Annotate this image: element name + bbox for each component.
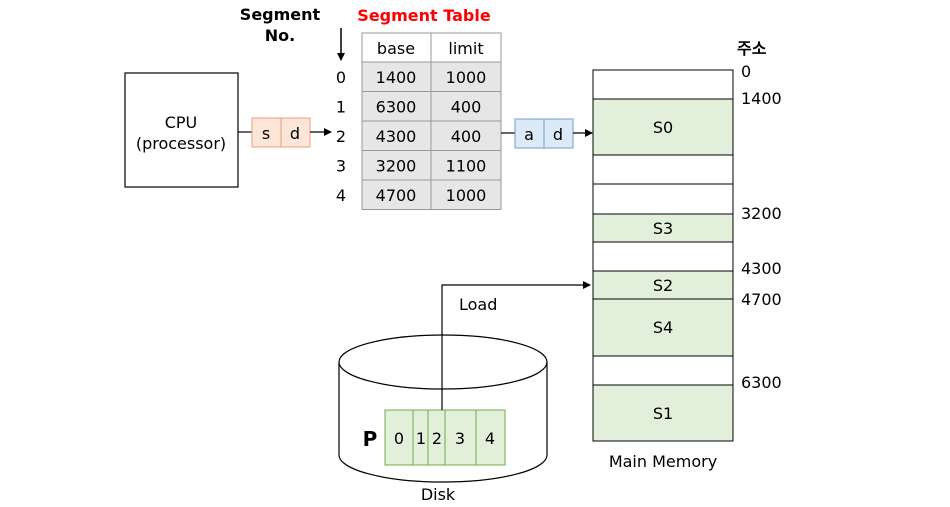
table-cell-base: 1400 [376, 68, 417, 87]
physical-a: a [524, 125, 534, 144]
disk-segment-4: 4 [485, 429, 495, 448]
table-cell-limit: 400 [451, 127, 482, 146]
memory-block-s4 [592, 298, 734, 357]
segment-table: base limit 0 1400 1000 1 6300 400 2 4300 400 3 320… [336, 32, 502, 210]
address-4300: 4300 [741, 259, 782, 278]
address-header: 주소 [737, 39, 767, 58]
cpu-label: CPU [165, 113, 198, 132]
memory-block-s3 [592, 213, 734, 243]
table-row-index: 3 [336, 157, 346, 176]
memory-label-s0: S0 [653, 118, 673, 137]
memory-label-s4: S4 [653, 318, 673, 337]
logical-s: s [262, 124, 270, 143]
memory-block-s1 [592, 384, 734, 442]
table-cell-limit: 1000 [446, 186, 487, 205]
load-label: Load [459, 295, 497, 314]
load-arrow [441, 281, 591, 410]
memory-label-s2: S2 [653, 276, 673, 295]
segment-no-label-line2: No. [265, 26, 295, 45]
segment-table-title: Segment Table [357, 6, 491, 25]
table-cell-base: 4300 [376, 127, 417, 146]
address-6300: 6300 [741, 373, 782, 392]
address-3200: 3200 [741, 204, 782, 223]
disk-segment-0: 0 [394, 429, 404, 448]
disk-segment-strip: 0 1 2 3 4 [384, 409, 506, 466]
table-cell-base: 3200 [376, 157, 417, 176]
memory-block-s2 [592, 270, 734, 300]
physical-address-box: a d [514, 118, 574, 149]
table-header-base: base [377, 39, 415, 58]
table-header-limit: limit [448, 39, 483, 58]
table-row-index: 4 [336, 186, 346, 205]
table-cell-limit: 1100 [446, 157, 487, 176]
segment-no-label-line1: Segment [240, 5, 321, 24]
disk-label: Disk [421, 485, 456, 504]
disk-segment-1: 1 [416, 429, 426, 448]
address-1400: 1400 [741, 89, 782, 108]
cpu-box [124, 72, 239, 188]
memory-label-s1: S1 [653, 404, 673, 423]
table-cell-base: 4700 [376, 186, 417, 205]
physical-d: d [553, 125, 563, 144]
table-row-index: 2 [336, 127, 346, 146]
cpu-sublabel: (processor) [136, 134, 226, 153]
disk-process-label: P [363, 427, 378, 451]
address-0: 0 [741, 62, 751, 81]
table-cell-limit: 1000 [446, 68, 487, 87]
table-row-index: 0 [336, 68, 346, 87]
table-cell-base: 6300 [376, 98, 417, 117]
main-memory: S0 S3 S2 S4 S1 [592, 69, 734, 442]
address-4700: 4700 [741, 290, 782, 309]
main-memory-label: Main Memory [609, 452, 717, 471]
disk-segment-2: 2 [432, 429, 442, 448]
logical-d: d [290, 124, 300, 143]
table-cell-limit: 400 [451, 98, 482, 117]
disk-segment-3: 3 [455, 429, 465, 448]
table-row-index: 1 [336, 98, 346, 117]
logical-address-box: s d [251, 117, 311, 148]
memory-block-s0 [592, 98, 734, 156]
memory-label-s3: S3 [653, 219, 673, 238]
